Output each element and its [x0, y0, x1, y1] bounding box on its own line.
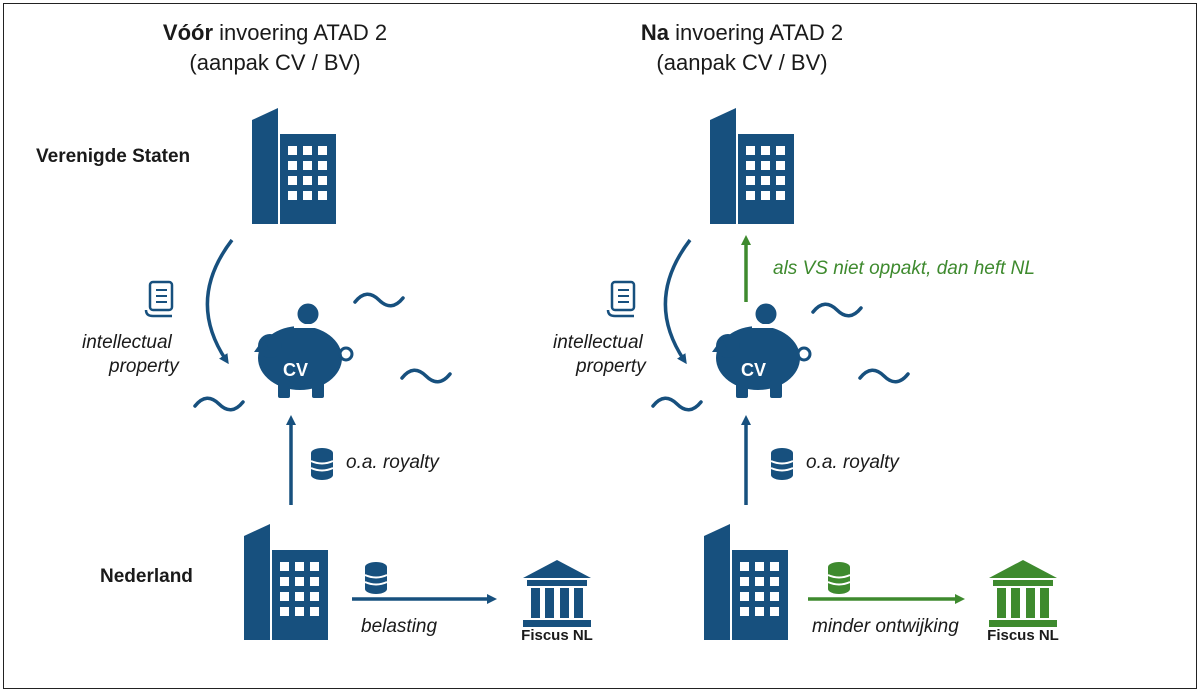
document-icon-right	[606, 280, 636, 318]
wave-icon	[651, 396, 703, 412]
tax-authority-icon-left	[523, 560, 591, 627]
wave-icon	[353, 292, 405, 308]
cv-label-left: CV	[283, 360, 309, 380]
right-subtitle: (aanpak CV / BV)	[656, 50, 828, 75]
ip-label-line2-left: property	[109, 356, 179, 377]
levy-label-right: als VS niet oppakt, dan heft NL	[773, 258, 1035, 279]
fiscus-label-left: Fiscus NL	[521, 627, 593, 644]
coins-icon-left-tax	[364, 561, 388, 595]
piggy-bank-icon-right	[710, 300, 812, 400]
left-title: Vóór invoering ATAD 2	[162, 20, 388, 45]
coins-icon-right	[770, 447, 794, 481]
region-nl: Nederland	[100, 566, 193, 587]
diagram-frame	[3, 3, 1197, 689]
tax-authority-icon-right	[989, 560, 1057, 627]
ip-label-line1-right: intellectual	[553, 332, 643, 353]
left-subtitle: (aanpak CV / BV)	[189, 50, 361, 75]
coins-icon-right-tax	[827, 561, 851, 595]
document-icon-left	[144, 280, 174, 318]
royalty-label-right: o.a. royalty	[806, 452, 899, 473]
ip-label-line2-right: property	[576, 356, 646, 377]
tax-label-right: minder ontwijking	[812, 616, 959, 637]
wave-icon	[193, 396, 245, 412]
nl-company-icon-left	[244, 524, 328, 640]
royalty-label-left: o.a. royalty	[346, 452, 439, 473]
coins-icon-left	[310, 447, 334, 481]
cv-label-right: CV	[741, 360, 767, 380]
right-title: Na invoering ATAD 2	[640, 20, 844, 45]
us-company-icon-right	[710, 108, 794, 224]
ip-label-line1-left: intellectual	[82, 332, 172, 353]
fiscus-label-right: Fiscus NL	[987, 627, 1059, 644]
ip-transfer-arrow-left	[205, 238, 234, 365]
nl-company-icon-right	[704, 524, 788, 640]
wave-icon	[400, 368, 452, 384]
region-us: Verenigde Staten	[36, 146, 191, 167]
us-company-icon-left	[252, 108, 336, 224]
wave-icon	[811, 302, 863, 318]
piggy-bank-icon-left	[252, 300, 354, 400]
wave-icon	[858, 368, 910, 384]
tax-label-left: belasting	[361, 616, 438, 637]
ip-transfer-arrow-right	[663, 238, 692, 365]
